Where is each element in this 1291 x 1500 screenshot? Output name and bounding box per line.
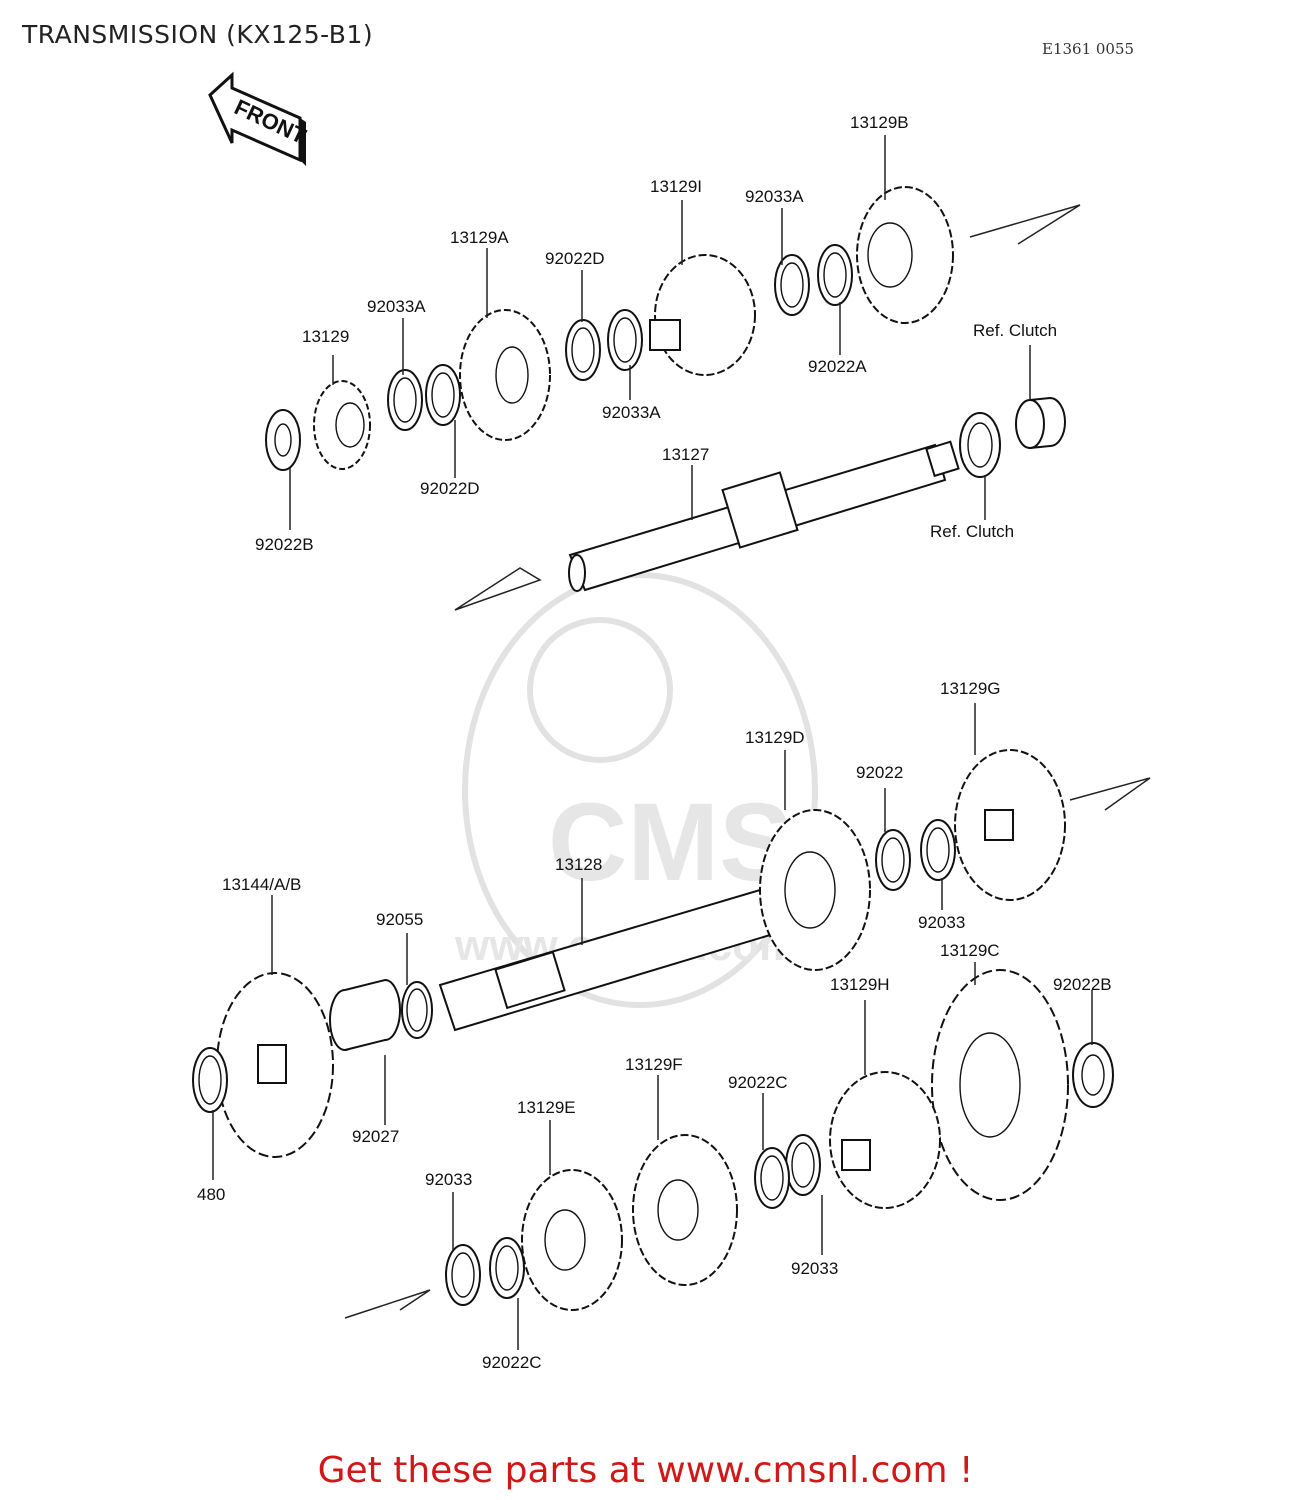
- label-92033-lower-left[interactable]: 92033: [425, 1170, 472, 1189]
- label-13128[interactable]: 13128: [555, 855, 602, 874]
- label-92022[interactable]: 92022: [856, 763, 903, 782]
- label-13127[interactable]: 13127: [662, 445, 709, 464]
- label-92033-upper[interactable]: 92033: [918, 913, 965, 932]
- washer-92022D-mid: [565, 319, 601, 381]
- gear-13129: [313, 380, 371, 470]
- washer-92022D-left: [425, 364, 461, 426]
- washer-92022: [875, 829, 911, 891]
- gear-13129C: [931, 969, 1069, 1201]
- gear-13129I: [649, 254, 756, 376]
- gear-13129A: [459, 309, 551, 441]
- label-92033A-top[interactable]: 92033A: [745, 187, 804, 206]
- label-ref-clutch-bottom[interactable]: Ref. Clutch: [930, 522, 1014, 541]
- watermark-logo-text: CMS: [548, 781, 792, 904]
- label-13129I[interactable]: 13129I: [650, 177, 702, 196]
- circlip-92033-lower-right: [785, 1134, 821, 1196]
- page-title: TRANSMISSION (KX125-B1): [22, 20, 374, 49]
- washer-92022C-right: [754, 1147, 790, 1209]
- label-13129C[interactable]: 13129C: [940, 941, 1000, 960]
- label-13129D[interactable]: 13129D: [745, 728, 805, 747]
- label-92022B-bottom[interactable]: 92022B: [1053, 975, 1112, 994]
- label-92022D-bottom[interactable]: 92022D: [420, 479, 480, 498]
- circlip-92033-upper: [920, 819, 956, 881]
- gear-13129H: [829, 1071, 941, 1209]
- label-13129E[interactable]: 13129E: [517, 1098, 576, 1117]
- label-92027[interactable]: 92027: [352, 1127, 399, 1146]
- label-92055[interactable]: 92055: [376, 910, 423, 929]
- label-13129A[interactable]: 13129A: [450, 228, 509, 247]
- gear-13129E: [521, 1169, 623, 1311]
- circlip-92033-lower-left: [445, 1244, 481, 1306]
- input-shaft-13127: [568, 440, 960, 592]
- ref-clutch-bearing: [1015, 396, 1066, 450]
- label-92022C-right[interactable]: 92022C: [728, 1073, 788, 1092]
- label-13144-A-B[interactable]: 13144/A/B: [222, 875, 301, 894]
- label-13129G[interactable]: 13129G: [940, 679, 1001, 698]
- circlip-92033A-mid: [607, 309, 643, 371]
- ref-clutch-washer: [959, 412, 1001, 478]
- label-92022D-top[interactable]: 92022D: [545, 249, 605, 268]
- label-13129F[interactable]: 13129F: [625, 1055, 683, 1074]
- collar-92027: [329, 978, 401, 1051]
- washer-92022A: [817, 244, 853, 306]
- diagram-code: E1361 0055: [1042, 40, 1135, 58]
- circlip-92033A-left: [387, 369, 423, 431]
- label-480[interactable]: 480: [197, 1185, 225, 1204]
- sprocket-13144: [216, 972, 334, 1158]
- label-13129[interactable]: 13129: [302, 327, 349, 346]
- label-13129H[interactable]: 13129H: [830, 975, 890, 994]
- axis-arrows: [344, 204, 1151, 1319]
- label-92033A-mid[interactable]: 92033A: [602, 403, 661, 422]
- label-92033A-left[interactable]: 92033A: [367, 297, 426, 316]
- label-13129B-top[interactable]: 13129B: [850, 113, 909, 132]
- circlip-480: [192, 1047, 228, 1113]
- part-labels: 13129B 13129I 92033A 13129A 92022D 92033…: [197, 113, 1112, 1372]
- label-92022C-left[interactable]: 92022C: [482, 1353, 542, 1372]
- label-92022B-top[interactable]: 92022B: [255, 535, 314, 554]
- leader-lines: [212, 135, 1093, 1350]
- label-92033-lower-right[interactable]: 92033: [791, 1259, 838, 1278]
- washer-92022C-left: [489, 1237, 525, 1299]
- gear-13129B: [856, 186, 954, 324]
- washer-92022B-top: [265, 409, 301, 471]
- footer-link[interactable]: Get these parts at www.cmsnl.com !: [317, 1450, 974, 1491]
- washer-92022B-lower: [1072, 1042, 1114, 1108]
- gear-13129D: [759, 809, 871, 971]
- circlip-92033A-right: [774, 254, 810, 316]
- label-ref-clutch-top[interactable]: Ref. Clutch: [973, 321, 1057, 340]
- label-92022A[interactable]: 92022A: [808, 357, 867, 376]
- gear-13129F: [632, 1134, 738, 1286]
- front-arrow: FRONT: [208, 71, 310, 166]
- oring-92055: [401, 981, 433, 1039]
- gear-13129G: [954, 749, 1066, 901]
